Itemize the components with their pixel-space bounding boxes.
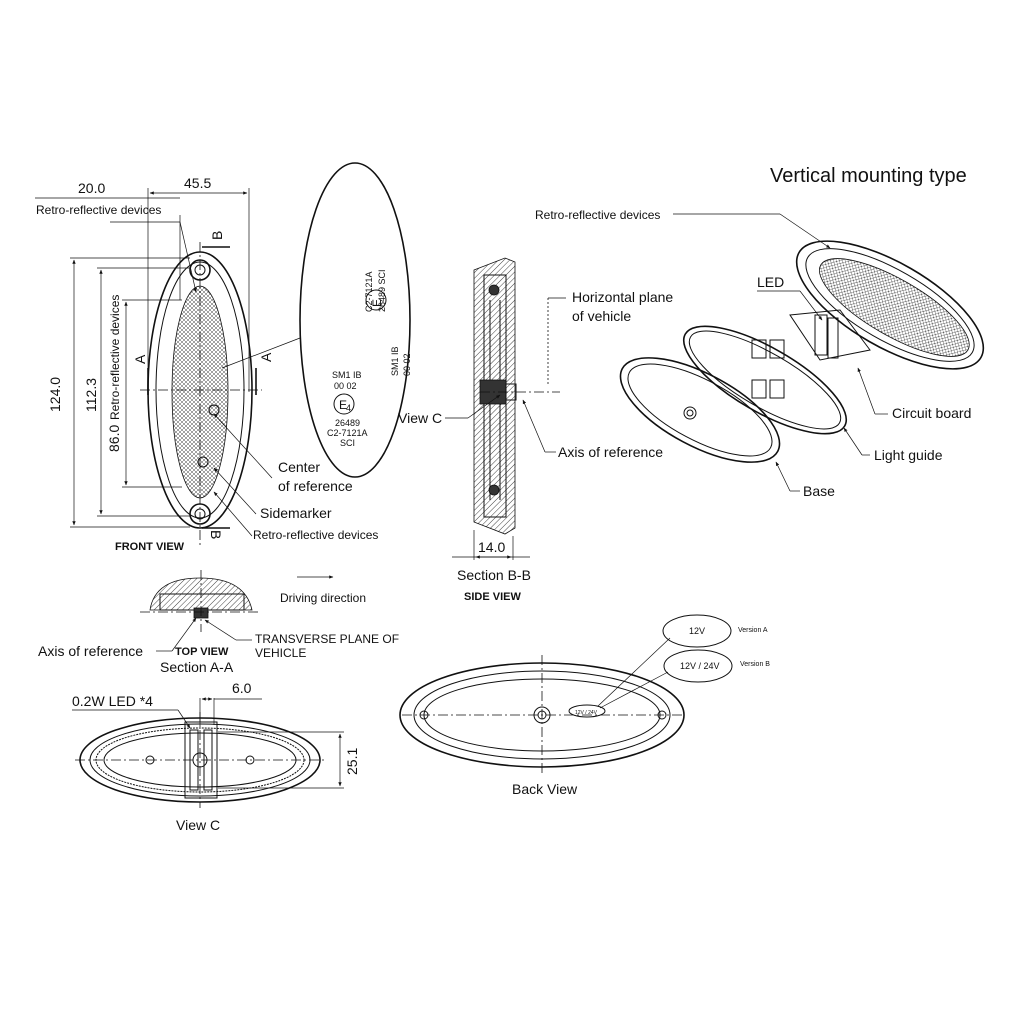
back-view-caption: Back View [512,781,578,797]
section-b-top: B [209,231,225,240]
dim-height-2: 112.3 [83,378,99,412]
dim-depth: 14.0 [478,539,505,555]
top-view: Driving direction Axis of reference TRAN… [38,570,399,675]
svg-text:E: E [339,398,347,412]
exploded-circuit-board [789,309,871,361]
axis-ref-top: Axis of reference [38,643,143,659]
sidemarker-label: Sidemarker [260,505,332,521]
exploded-light-guide [682,325,848,435]
center-ref-line2: of reference [278,478,353,494]
exploded-circuit-label: Circuit board [892,405,971,421]
version-a-label: Version A [738,627,768,634]
label-bottom-line-2: 00 02 [334,381,357,391]
center-ref-line1: Center [278,459,320,475]
dim-width: 45.5 [184,175,211,191]
voltage-sticker-text: 12V / 24V [575,710,598,716]
retro-label-bottom: Retro-reflective devices [253,528,378,542]
label-bottom-line-1: SM1 IB [332,370,362,380]
drawing-title: Vertical mounting type [770,165,967,187]
exploded-view: Retro-reflective devices LED Circuit boa… [535,208,985,499]
section-a-left: A [132,354,148,364]
retro-label-side: Retro-reflective devices [108,295,122,420]
exploded-lightguide-label: Light guide [874,447,943,463]
svg-text:E: E [370,299,384,307]
svg-text:4: 4 [346,403,351,413]
top-view-caption: TOP VIEW [175,646,229,658]
horizontal-plane-line1: Horizontal plane [572,289,673,305]
view-c: 0.2W LED *4 6.0 25.1 View C [72,680,360,833]
section-b-bottom: B [208,530,224,539]
label-top-line-2: 26489 SCI [377,269,387,312]
label-bottom-line-4: C2-7121A [327,428,368,438]
label-top-line-1: C2-7121A [364,271,374,312]
e-mark-top [365,289,387,311]
exploded-retro-label: Retro-reflective devices [535,208,660,222]
dim-total-height: 124.0 [47,377,63,412]
front-view: A A B B 45.5 20.0 Retro-reflective devic… [35,175,378,553]
transverse-line1: TRANSVERSE PLANE OF [255,632,399,646]
front-view-caption: FRONT VIEW [115,541,185,553]
exploded-base [619,357,781,463]
side-view-caption: SIDE VIEW [464,591,521,603]
version-b-value: 12V / 24V [680,661,720,671]
label-bottom-line-3: 26489 [335,418,360,428]
side-view: 14.0 Section B-B SIDE VIEW View C Horizo… [398,257,673,603]
section-aa-label: Section A-A [160,659,234,675]
voltage-sticker [568,704,606,718]
exploded-led-label: LED [757,274,784,290]
exploded-base-label: Base [803,483,835,499]
axis-ref-side: Axis of reference [558,444,663,460]
transverse-line2: VEHICLE [255,646,306,660]
label-detail-outline [299,162,411,478]
version-b-label: Version B [740,661,770,668]
view-c-caption: View C [176,817,220,833]
section-a-right: A [258,352,274,362]
e-mark-bottom [333,393,355,415]
label-top-line-3: SM1 IB [390,346,400,376]
version-a-value: 12V [689,626,705,636]
driving-direction: Driving direction [280,591,366,605]
label-bottom-line-5: SCI [340,438,355,448]
section-bb-label: Section B-B [457,567,531,583]
dim-offset: 20.0 [78,180,105,196]
dim-6: 6.0 [232,680,252,696]
back-view: 12V / 24V 12V Version A 12V / 24V Versio… [399,614,770,797]
led-label: 0.2W LED *4 [72,693,153,709]
dim-height-3: 86.0 [106,425,122,452]
dim-view-c-height: 25.1 [344,748,360,775]
label-detail: C2-7121A 26489 SCI SM1 IB 00 02 E SM1 IB… [221,162,412,478]
label-top-line-4: 00 02 [402,353,412,376]
version-a-bubble [662,614,732,648]
exploded-housing [795,240,985,370]
view-c-label: View C [398,410,442,426]
horizontal-plane-line2: of vehicle [572,308,631,324]
retro-label-top: Retro-reflective devices [36,203,161,217]
version-b-bubble [663,649,733,683]
